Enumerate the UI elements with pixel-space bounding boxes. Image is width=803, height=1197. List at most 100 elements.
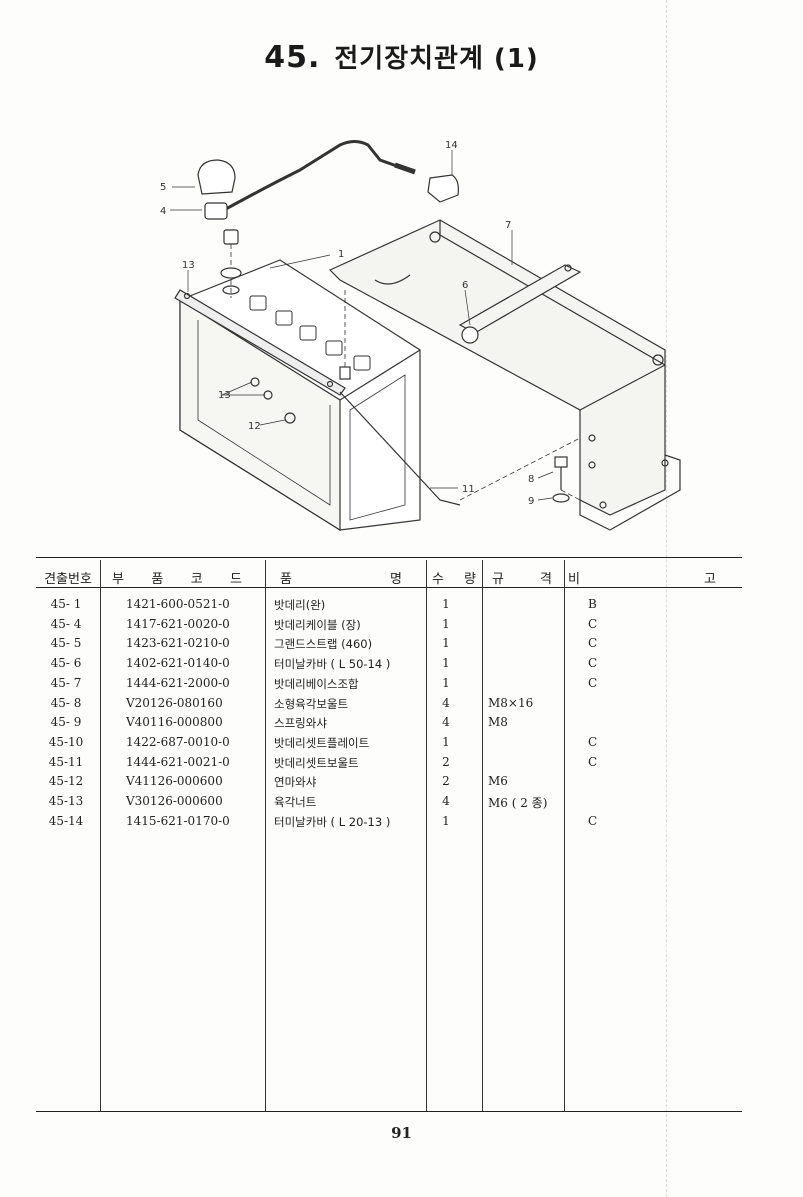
part-name: 연마와샤 xyxy=(274,775,317,790)
hex-bolt xyxy=(554,456,568,468)
terminal-cover-l50 xyxy=(197,159,236,195)
callout-9: 9 xyxy=(528,496,534,507)
table-row: 45- 8 V20126-080160 소형육각보울트 4 M8×16 xyxy=(36,696,742,716)
part-no: 45-13 xyxy=(48,794,84,808)
terminal-cover-l20 xyxy=(427,174,459,203)
part-no: 45- 6 xyxy=(50,656,82,671)
part-code: 1423-621-0210-0 xyxy=(126,636,230,651)
part-code: 1417-621-0020-0 xyxy=(126,616,230,631)
callout-7: 7 xyxy=(505,220,511,231)
part-qty: 2 xyxy=(442,754,450,769)
section-number: 45. xyxy=(264,40,321,75)
battery-cable-long xyxy=(214,140,409,217)
part-no: 45-10 xyxy=(48,734,84,749)
part-spec: M6 ( 2 종) xyxy=(488,796,548,810)
part-no: 45-12 xyxy=(48,774,84,789)
part-qty: 1 xyxy=(442,597,450,611)
part-qty: 4 xyxy=(442,715,450,730)
table-row: 45-12 V41126-000600 연마와샤 2 M6 xyxy=(36,774,742,794)
part-name: 터미날카바 ( L 50-14 ) xyxy=(274,657,391,672)
diagram-callouts: 5 4 13 1 14 7 6 13 12 11 8 9 xyxy=(160,140,534,507)
parts-diagram: 5 4 13 1 14 7 6 13 12 11 8 9 xyxy=(160,140,681,532)
part-note: C xyxy=(588,754,598,769)
part-spec: M6 xyxy=(488,774,508,789)
part-name: 스프링와샤 xyxy=(274,716,327,731)
battery-set-plate xyxy=(174,289,346,396)
part-name: 밧데리셋트플레이트 xyxy=(274,735,370,750)
part-note: C xyxy=(588,616,598,631)
part-name: 밧데리(완) xyxy=(274,598,326,612)
header-no: 견출번호 xyxy=(44,571,92,587)
table-row: 45-13 V30126-000600 육각너트 4 M6 ( 2 종) xyxy=(36,794,742,814)
battery-set-bolt xyxy=(339,391,461,506)
part-name: 밧데리케이블 (장) xyxy=(274,617,361,632)
part-name: 밧데리베이스조합 xyxy=(274,676,359,691)
part-qty: 2 xyxy=(442,774,450,789)
part-code: 1422-687-0010-0 xyxy=(126,734,230,749)
part-qty: 1 xyxy=(442,636,450,651)
callout-13: 13 xyxy=(218,390,231,401)
part-no: 45-11 xyxy=(48,754,84,769)
part-code: 1415-621-0170-0 xyxy=(126,813,230,828)
callout-12: 12 xyxy=(248,421,261,432)
binding-shadow xyxy=(666,0,667,1197)
part-qty: 1 xyxy=(442,616,450,631)
part-qty: 1 xyxy=(442,656,450,671)
callout-8: 8 xyxy=(528,474,534,485)
part-note: C xyxy=(588,813,598,828)
callout-4: 4 xyxy=(160,206,166,217)
table-top-rule xyxy=(36,557,742,558)
part-no: 45-14 xyxy=(48,813,84,828)
part-note: C xyxy=(588,675,598,690)
table-bottom-rule xyxy=(36,1111,742,1112)
battery-caps xyxy=(249,295,371,371)
part-no: 45- 1 xyxy=(50,597,82,611)
part-code: 1444-621-2000-0 xyxy=(126,675,230,690)
table-row: 45-14 1415-621-0170-0 터미날카바 ( L 20-13 ) 1 C xyxy=(36,814,742,834)
part-code: V30126-000600 xyxy=(126,794,223,808)
part-code: V40116-000800 xyxy=(126,715,223,730)
callout-6: 5 xyxy=(160,182,166,193)
part-code: V41126-000600 xyxy=(126,774,223,789)
part-no: 45- 9 xyxy=(50,715,82,730)
part-qty: 4 xyxy=(442,794,450,808)
part-qty: 1 xyxy=(442,813,450,828)
spring-washer xyxy=(552,493,570,503)
part-note: C xyxy=(588,636,598,651)
part-name: 소형육각보울트 xyxy=(274,696,349,711)
part-name: 육각너트 xyxy=(274,795,317,809)
table-row: 45- 6 1402-621-0140-0 터미날카바 ( L 50-14 ) 1 C xyxy=(36,656,742,676)
callout-14: 14 xyxy=(445,140,458,151)
callout-5: 6 xyxy=(462,280,468,291)
section-title: 전기장치관계 (1) xyxy=(334,44,539,74)
table-row: 45- 4 1417-621-0020-0 밧데리케이블 (장) 1 C xyxy=(36,617,742,637)
page-title: 45. 전기장치관계 (1) xyxy=(0,38,803,75)
part-no: 45- 4 xyxy=(50,616,82,631)
part-code: 1402-621-0140-0 xyxy=(126,656,230,671)
part-qty: 4 xyxy=(442,695,450,710)
part-spec: M8×16 xyxy=(488,695,534,710)
part-name: 터미날카바 ( L 20-13 ) xyxy=(274,814,391,829)
callout-11: 11 xyxy=(462,484,475,495)
part-name: 그랜드스트랩 (460) xyxy=(274,637,373,652)
part-code: V20126-080160 xyxy=(126,695,223,710)
part-note: C xyxy=(588,734,598,749)
part-note: C xyxy=(588,656,598,671)
part-note: B xyxy=(588,597,597,611)
part-no: 45- 8 xyxy=(50,695,82,710)
part-qty: 1 xyxy=(442,675,450,690)
part-code: 1444-621-0021-0 xyxy=(126,754,230,769)
page-number: 91 xyxy=(391,1124,412,1142)
